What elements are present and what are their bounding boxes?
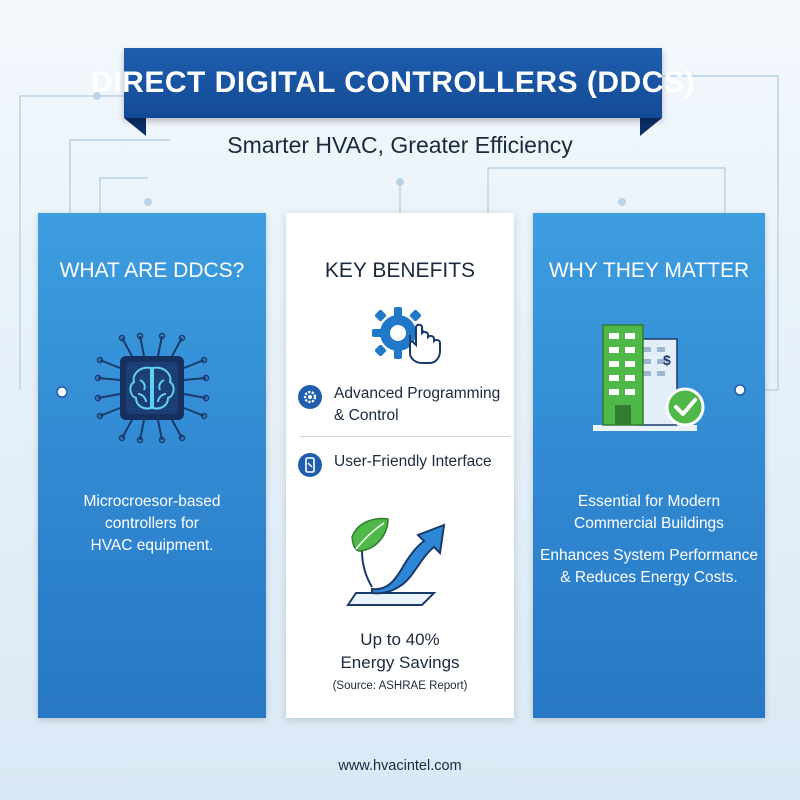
benefit-advanced-programming: Advanced Programming & Control [298, 383, 508, 427]
panel-title-key-benefits: KEY BENEFITS [324, 259, 476, 282]
svg-text:$: $ [663, 352, 671, 368]
definition-line: HVAC equipment. [90, 537, 214, 554]
energy-savings-stat: Up to 40% Energy Savings [286, 628, 514, 674]
stat-line: Energy Savings [340, 653, 460, 672]
processor-brain-icon [94, 332, 210, 444]
why-they-matter-text: Essential for Modern Commercial Building… [533, 491, 765, 589]
panel-what-are-ddcs: WHAT ARE DDCS? Microcroesor-based contro… [38, 213, 266, 718]
gear-pointer-icon [372, 307, 441, 364]
why-line: Essential for Modern [577, 493, 721, 510]
panel-title-what-are-ddcs: WHAT ARE DDCS? [59, 259, 245, 282]
banner-fold-right [640, 118, 662, 136]
stat-source: (Source: ASHRAE Report) [332, 680, 468, 692]
footer-url[interactable]: www.hvacintel.com [338, 758, 462, 774]
tablet-icon [298, 453, 322, 477]
banner-fold-left [124, 118, 146, 136]
why-line: & Reduces Energy Costs. [560, 569, 738, 586]
panel-key-benefits: KEY BENEFITS Advanced Programming & Cont… [286, 213, 514, 718]
ddc-definition: Microcroesor-based controllers for HVAC … [38, 491, 266, 557]
panel-title-why-they-matter: WHY THEY MATTER [548, 259, 750, 282]
panel-why-they-matter: WHY THEY MATTER $ Essential for Modern C… [533, 213, 765, 718]
why-line: Enhances System Performance [540, 547, 758, 564]
leaf-arrow-icon [346, 517, 446, 606]
title-banner: DIRECT DIGITAL CONTROLLERS (DDCS) [91, 48, 694, 118]
why-line: Commercial Buildings [574, 515, 724, 532]
page-title: DIRECT DIGITAL CONTROLLERS (DDCS) [91, 66, 695, 99]
building-check-icon: $ [593, 324, 705, 431]
definition-line: Microcroesor-based [83, 493, 221, 510]
benefit-label-line: Advanced Programming [334, 385, 501, 402]
stat-line: Up to 40% [360, 630, 440, 649]
benefit-label-line: & Control [334, 407, 399, 424]
benefit-user-friendly-interface: User-Friendly Interface [298, 451, 508, 477]
benefit-divider [300, 436, 510, 437]
benefit-label: Advanced Programming & Control [334, 383, 500, 427]
page-subtitle: Smarter HVAC, Greater Efficiency [227, 132, 573, 158]
gear-icon [298, 385, 322, 409]
definition-line: controllers for [105, 515, 199, 532]
benefit-label: User-Friendly Interface [334, 451, 492, 473]
benefit-label-line: User-Friendly Interface [334, 453, 492, 470]
